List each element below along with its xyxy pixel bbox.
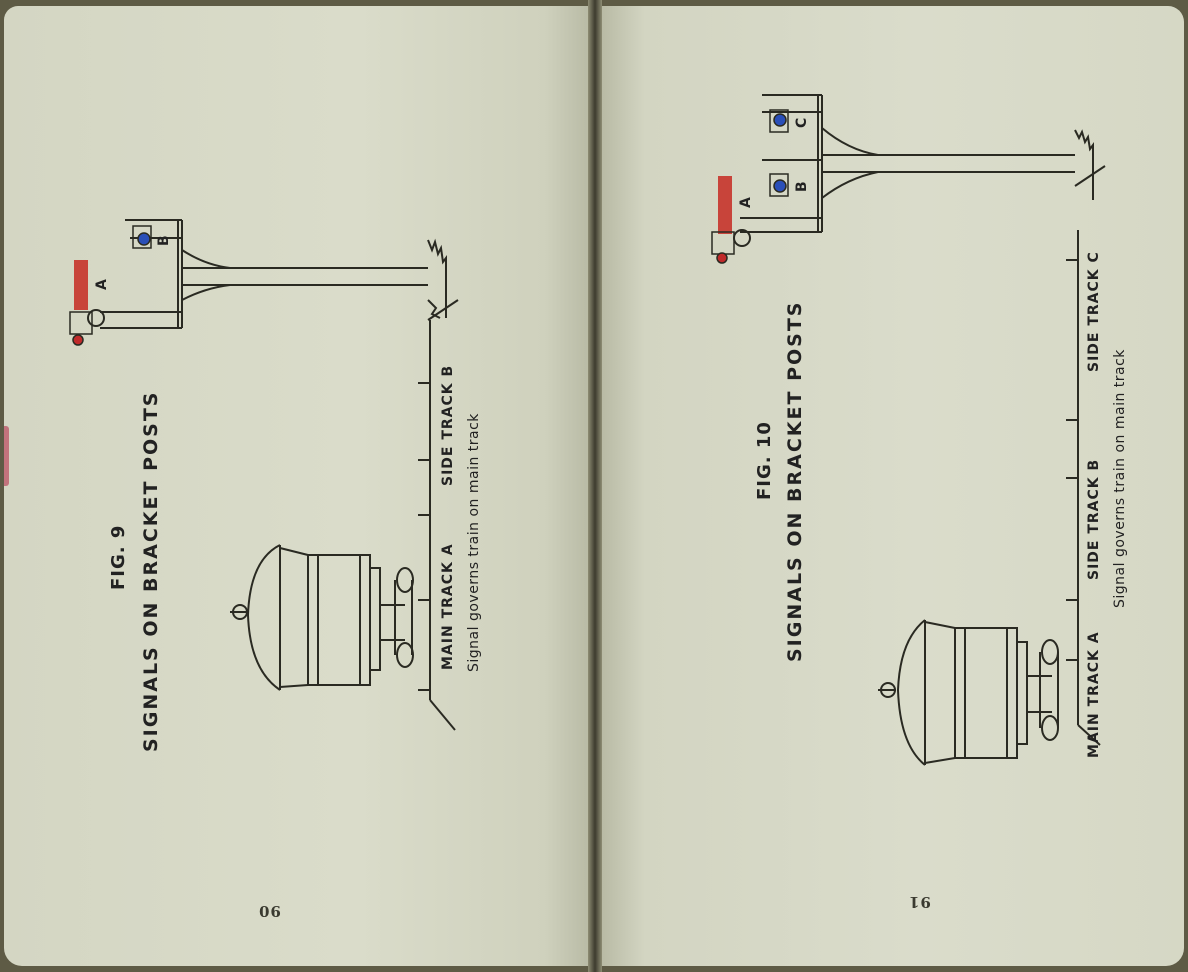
fig9-track-label-side: SIDE TRACK B	[440, 364, 456, 486]
fig9-red-light	[72, 334, 84, 346]
fig9-track-label-main: MAIN TRACK A	[440, 543, 456, 670]
page-number-right: 91	[908, 893, 931, 911]
book-gutter	[588, 0, 602, 972]
fig9-title: SIGNALS ON BRACKET POSTS	[140, 390, 162, 752]
fig10-label: FIG. 10	[754, 421, 775, 500]
fig9-spectacle	[87, 309, 105, 327]
left-page	[4, 6, 592, 966]
fig9-label: FIG. 9	[108, 524, 129, 590]
fig9-bracket-post	[100, 219, 459, 731]
fig10-title: SIGNALS ON BRACKET POSTS	[784, 300, 806, 662]
fig10-red-light	[716, 252, 728, 264]
fig10-track-label-main: MAIN TRACK A	[1086, 631, 1102, 758]
fig10-track-label-side-c: SIDE TRACK C	[1086, 251, 1102, 372]
fig10-signal-arm	[718, 176, 732, 234]
fig10-bracket-post	[740, 94, 1106, 746]
fig10-signal-arm-label: A	[738, 196, 754, 208]
fig9-signal-arm	[74, 260, 88, 310]
fig10-caption: Signal governs train on main track	[1112, 349, 1128, 608]
fig10-blue-light-b	[773, 179, 787, 193]
fig10-locomotive	[878, 619, 1059, 766]
fig9-caption: Signal governs train on main track	[466, 413, 482, 672]
fig9-locomotive	[230, 544, 414, 691]
fig10-signal-light-b-label: B	[794, 180, 810, 192]
page-number-left: 90	[258, 902, 281, 920]
fig9-signal-light-label: B	[156, 234, 172, 246]
fig10-signal-light-c-label: C	[794, 116, 810, 128]
page-edge-mark	[4, 426, 9, 486]
fig10-track-label-side-b: SIDE TRACK B	[1086, 458, 1102, 580]
fig9-blue-light	[137, 232, 151, 246]
fig10-blue-light-c	[773, 113, 787, 127]
right-page	[598, 6, 1184, 966]
fig9-signal-arm-label: A	[94, 278, 110, 290]
